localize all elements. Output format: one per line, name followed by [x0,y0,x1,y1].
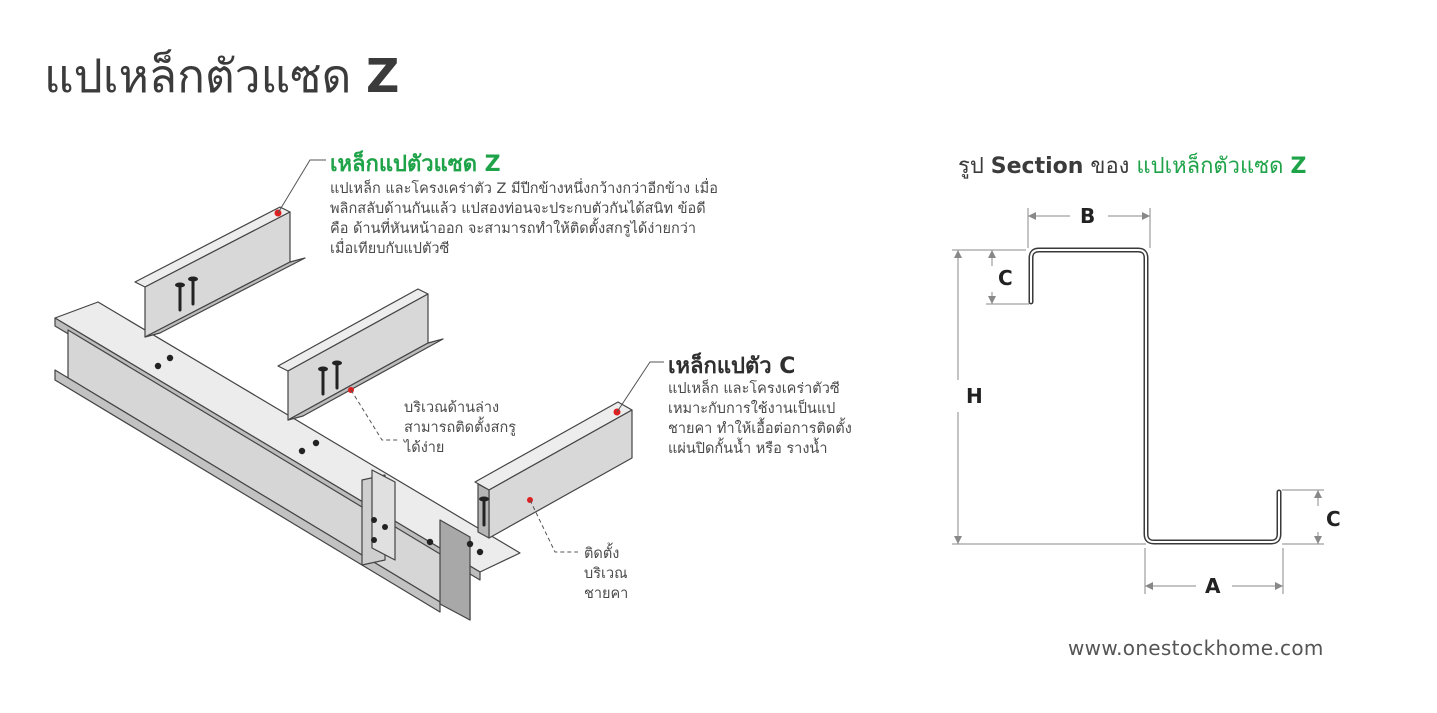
z-section-profile [1028,247,1282,545]
dashed-leaders [350,389,578,553]
z-purlin [134,206,306,338]
leader-lines [277,159,664,413]
dimension-label-a: A [1205,574,1221,598]
note-eave-area: ติดตั้ง บริเวณ ชายคา [584,546,629,602]
c-purlin-heading: เหล็กแปตัว C [668,354,796,379]
note-bottom-screw-area: บริเวณด้านล่าง สามารถติดตั้งสกรู ได้ง่าย [404,400,517,456]
dimension-label-c-bottom: C [1326,507,1341,531]
main-beam-holes [154,354,484,556]
section-title-letter: Z [1290,154,1307,179]
z-purlin-heading: เหล็กแปตัวแซด Z [330,152,501,177]
page-title: แปเหล็กตัวแซด Z [44,40,399,113]
page-title-text: แปเหล็กตัวแซด [44,49,352,103]
z-purlin-description: แปเหล็ก และโครงเคร่าตัว Z มีปีกข้างหนึ่ง… [330,181,718,257]
dimension-label-c-top: C [998,266,1013,290]
c-purlin-description: แปเหล็ก และโครงเคร่าตัวซี เหมาะกับการใช้… [668,381,852,457]
bolt-heads [175,276,489,502]
dimension-arrowheads [954,212,1322,590]
website-url: www.onestockhome.com [1068,636,1324,660]
section-title-name: แปเหล็กตัวแซด [1136,154,1284,179]
dimension-label-h: H [966,384,983,408]
section-title-word: Section [990,154,1084,179]
bolts [178,278,486,527]
dimension-label-b: B [1080,204,1096,228]
section-title-prefix: รูป [958,154,984,179]
section-title-middle: ของ [1090,154,1130,179]
page-title-letter: Z [366,49,400,103]
main-beam [54,301,521,621]
section-title: รูป Section ของ แปเหล็กตัวแซด Z [958,148,1306,183]
z-section-profile-inner [1030,249,1280,543]
